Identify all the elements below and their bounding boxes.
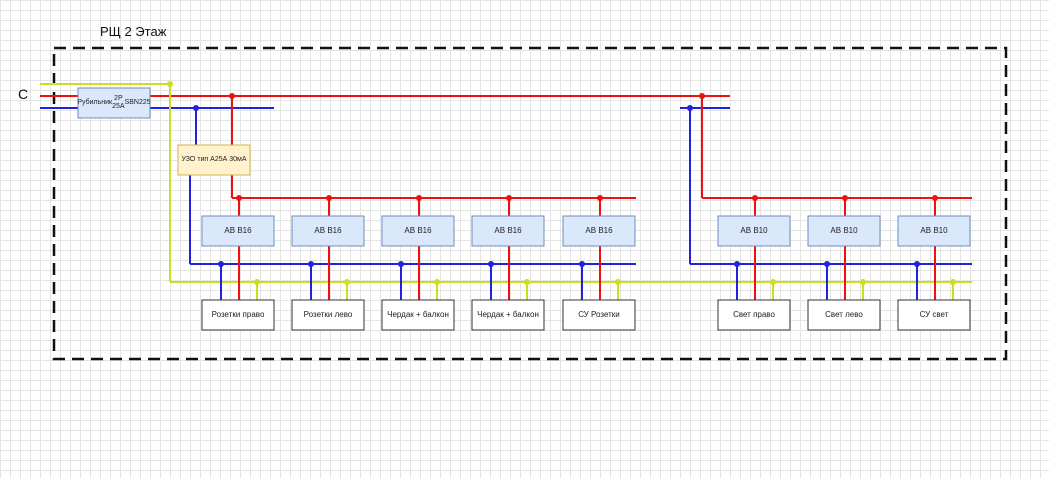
phase-junction-dot <box>699 93 705 99</box>
b16-breaker-label: АВ В16 <box>314 226 342 236</box>
panel-boundary <box>52 46 1008 361</box>
panel-title: РЩ 2 Этаж <box>100 24 167 39</box>
b16-breaker-label: АВ В16 <box>224 226 252 236</box>
b16-load-box <box>471 299 545 331</box>
b16-breaker-box <box>201 215 275 247</box>
b10-breaker-label: АВ В10 <box>740 226 768 236</box>
rcd-box <box>177 144 251 176</box>
b16-load-label: Розетки право <box>211 310 265 320</box>
b16-breaker-label: АВ В16 <box>404 226 432 236</box>
b16-load-label: Чердак + балкон <box>477 310 539 320</box>
b16-load-box <box>291 299 365 331</box>
neutral-junction-dot <box>687 105 693 111</box>
main-switch-box <box>77 87 151 119</box>
b16-load-label: Чердак + балкон <box>387 310 449 320</box>
b16-load-label: СУ Розетки <box>578 310 620 320</box>
b10-load-box <box>897 299 971 331</box>
input-label: С <box>18 86 29 102</box>
b16-breaker-label: АВ В16 <box>494 226 522 236</box>
neutral-junction-dot <box>193 105 199 111</box>
b16-breaker-label: АВ В16 <box>585 226 613 236</box>
b16-load-label: Розетки лево <box>303 310 353 320</box>
b16-breaker-box <box>562 215 636 247</box>
b10-load-label: Свет право <box>733 310 775 320</box>
b10-breaker-label: АВ В10 <box>920 226 948 236</box>
b10-breaker-box <box>717 215 791 247</box>
b10-load-label: Свет лево <box>825 310 863 320</box>
phase-junction-dot <box>229 93 235 99</box>
b16-breaker-box <box>291 215 365 247</box>
b10-load-box <box>807 299 881 331</box>
b16-breaker-box <box>381 215 455 247</box>
b10-breaker-box <box>807 215 881 247</box>
b16-breaker-box <box>471 215 545 247</box>
b10-load-box <box>717 299 791 331</box>
ground-junction-dot <box>167 81 173 87</box>
b10-load-label: СУ свет <box>919 310 949 320</box>
b10-breaker-box <box>897 215 971 247</box>
b16-load-box <box>201 299 275 331</box>
b10-breaker-label: АВ В10 <box>830 226 858 236</box>
b16-load-box <box>381 299 455 331</box>
b16-load-box <box>562 299 636 331</box>
